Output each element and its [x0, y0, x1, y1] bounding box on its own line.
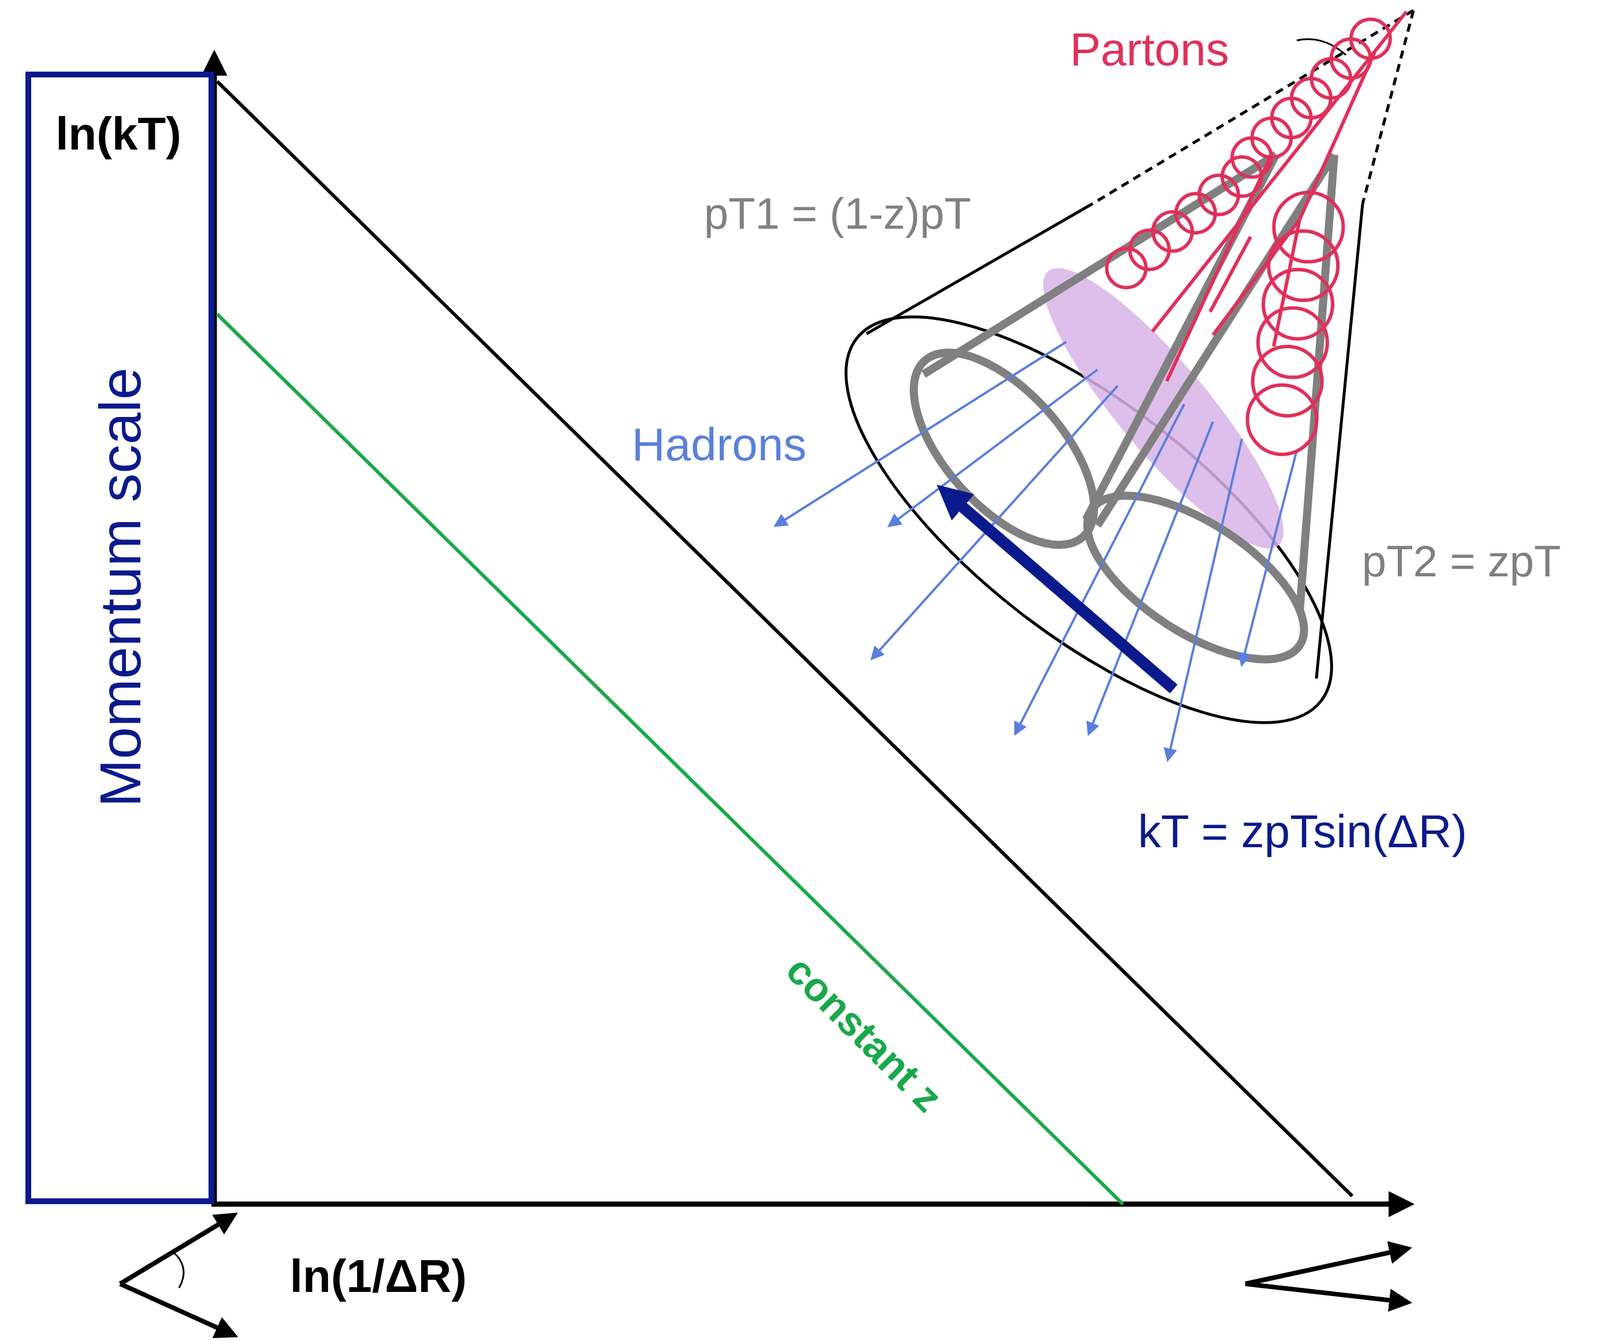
angle-arrow [120, 1284, 234, 1336]
formula-label: pT1 = (1-z)pT [704, 189, 971, 238]
angle-arc [173, 1252, 184, 1289]
formula-label: kT = zpTsin(ΔR) [1137, 806, 1468, 858]
part-label: Partons [1069, 24, 1230, 76]
gluon-coil [1247, 385, 1317, 455]
axis-label: ln(kT) [55, 108, 182, 160]
gluon-coil [1268, 231, 1338, 301]
gluon-coil [1273, 192, 1343, 262]
parton-lines [1106, 11, 1407, 455]
cone-edge [1362, 10, 1414, 204]
axis-label: ln(1/ΔR) [289, 1251, 467, 1302]
axis-title: Momentum scale [88, 367, 152, 807]
gluon-coil [1258, 307, 1328, 378]
angle-arrow [1245, 1248, 1408, 1285]
gluon-coil [1106, 248, 1146, 288]
gluon-coil [1263, 269, 1333, 340]
line-label: constant z [775, 944, 954, 1123]
part-label: Hadrons [631, 419, 807, 471]
scale-box: Momentum scale [25, 71, 215, 1205]
formula-label: pT2 = zpT [1362, 537, 1561, 586]
constant-z-line [217, 314, 1123, 1205]
angle-arrow [120, 1215, 234, 1285]
kinematic-limit [217, 81, 1353, 1197]
gluon-coil [1252, 346, 1323, 416]
kt-arrow [947, 493, 1174, 690]
angle-arrow [1245, 1284, 1408, 1303]
hadron-arrows [775, 341, 1297, 760]
x-axis [211, 1202, 1410, 1208]
